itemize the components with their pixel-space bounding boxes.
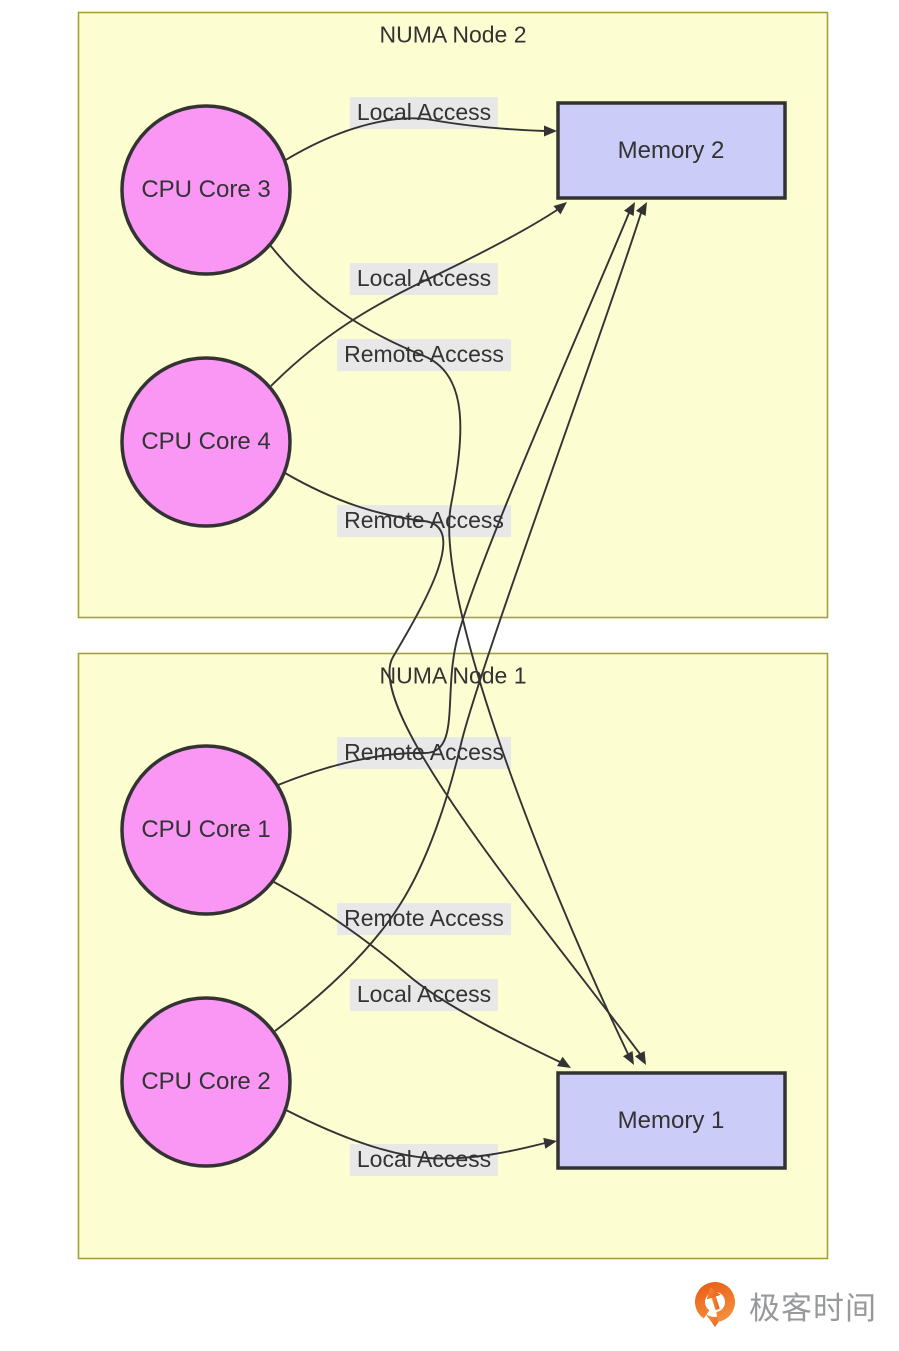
node-label-memory-1: Memory 1 xyxy=(617,1107,725,1134)
node-label-cpu-core-3: CPU Core 3 xyxy=(141,176,271,203)
cluster-title-numa-node-2: NUMA Node 2 xyxy=(379,21,527,48)
edge-label-remote-access-cpu4-mem1: Remote Access xyxy=(337,505,511,537)
brand-name: 极客时间 xyxy=(749,1290,877,1326)
edge-label-local-access-cpu3-mem2: Local Access xyxy=(349,97,499,129)
node-memory-1 xyxy=(556,1071,787,1170)
edge-label-remote-access-cpu3-mem1: Remote Access xyxy=(337,339,511,371)
edge-label-local-access-cpu4-mem2: Local Access xyxy=(349,263,499,295)
node-memory-2 xyxy=(556,101,787,200)
node-label-cpu-core-1: CPU Core 1 xyxy=(141,816,271,843)
geektime-logo-icon xyxy=(695,1282,735,1327)
node-cpu-core-3 xyxy=(120,104,292,276)
brand-footer: 极客时间 xyxy=(688,1277,877,1333)
node-label-cpu-core-4: CPU Core 4 xyxy=(141,428,271,455)
edge-label-remote-access-cpu1-mem2: Remote Access xyxy=(337,737,511,769)
edge-label-remote-access-cpu2-mem2: Remote Access xyxy=(337,903,511,935)
cluster-title-numa-node-1: NUMA Node 1 xyxy=(379,662,527,689)
edge-label-local-access-cpu2-mem1: Local Access xyxy=(349,1144,499,1176)
edge-label-local-access-cpu1-mem1: Local Access xyxy=(349,979,499,1011)
node-label-memory-2: Memory 2 xyxy=(617,137,725,164)
node-label-cpu-core-2: CPU Core 2 xyxy=(141,1068,271,1095)
node-cpu-core-2 xyxy=(120,996,292,1168)
